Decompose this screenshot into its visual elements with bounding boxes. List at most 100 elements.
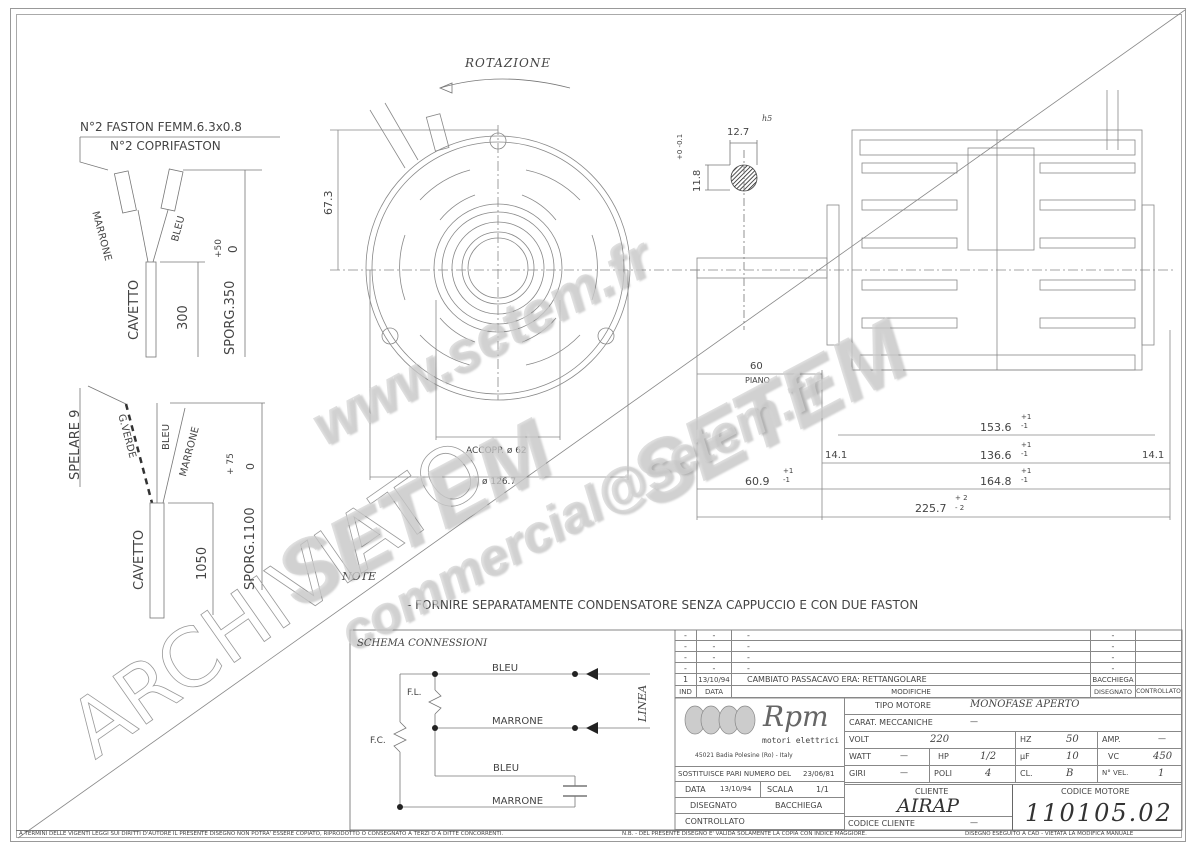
footer-cad: DISEGNO ESEGUITO A CAD - VIETATA LA MODI… — [965, 831, 1134, 837]
dim-225-7: 225.7 — [915, 502, 947, 515]
schema-fl-label: F.L. — [407, 688, 422, 698]
controllato-label: CONTROLLATO — [685, 817, 745, 826]
revision-row: 1 13/10/94 CAMBIATO PASSACAVO ERA: RETTA… — [675, 674, 1182, 686]
dim-153-tol-m: -1 — [1021, 422, 1028, 430]
rev-data: - — [697, 630, 732, 641]
schema-bleu-1: BLEU — [492, 663, 519, 674]
spec-vc-label: VC — [1108, 752, 1120, 761]
spec-hz: HZ 50 — [1016, 732, 1098, 749]
rev-header-ind: IND — [675, 686, 697, 698]
dim-14-1-left: 14.1 — [825, 450, 848, 461]
controllato-row: CONTROLLATO — [675, 814, 845, 830]
rotation-label: ROTAZIONE — [465, 56, 552, 70]
dim-164-tol-p: +1 — [1021, 467, 1032, 475]
dim-outer-dia: ø 126.7 — [482, 477, 517, 487]
spec-uf: µF 10 — [1016, 749, 1098, 766]
footer-copyright: A TERMINI DELLE VIGENTI LEGGI SUI DIRITT… — [19, 831, 504, 837]
spec-hz-value: 50 — [1066, 734, 1079, 745]
codice-motore-value: 110105.02 — [1025, 799, 1173, 827]
spec-carat-label: CARAT. MECCANICHE — [849, 718, 933, 727]
dim-136-tol-m: -1 — [1021, 450, 1028, 458]
length-1050: 1050 — [195, 546, 210, 580]
spec-hp: HP 1/2 — [930, 749, 1016, 766]
scala-value: 1/1 — [816, 785, 829, 794]
dim-60-9: 60.9 — [745, 475, 770, 488]
revision-row: - - - - — [675, 641, 1182, 652]
schema-marrone-1: MARRONE — [492, 716, 544, 727]
spelare-label: SPELARE 9 — [68, 409, 83, 480]
spec-vel-label: N° VEL. — [1102, 769, 1129, 777]
spec-volt: VOLT 220 — [845, 732, 1016, 749]
note-text: - FORNIRE SEPARATAMENTE CONDENSATORE SEN… — [407, 598, 919, 612]
rev-ctrl — [1136, 652, 1182, 663]
schema-fc-label: F.C. — [370, 736, 386, 746]
spec-hz-label: HZ — [1020, 735, 1032, 744]
footer-nb: N.B. - DEL PRESENTE DISEGNO E' VALIDA SO… — [622, 831, 867, 837]
dim-153-6: 153.6 — [980, 421, 1012, 434]
schema-marrone-2: MARRONE — [492, 796, 544, 807]
sporg-350-tol-minus: 0 — [226, 245, 240, 253]
dim-60-9-tol-p: +1 — [783, 467, 794, 475]
spec-uf-value: 10 — [1066, 751, 1079, 762]
revision-row: - - - - — [675, 630, 1182, 641]
rev-ctrl — [1136, 630, 1182, 641]
rev-mod: - — [732, 652, 1091, 663]
rpm-logo-icon — [684, 705, 756, 735]
codice-cliente-value: — — [970, 818, 978, 827]
revisions-table: - - - - - - - - - - - - - - - - 1 13/10/… — [675, 630, 1182, 698]
dim-225-tol-m: - 2 — [955, 504, 965, 512]
dim-accopp: ACCOPP. ø 62 — [466, 446, 527, 456]
disegnato-row: DISEGNATO BACCHIEGA — [675, 798, 845, 814]
spec-tipo-row: TIPO MOTORE MONOFASE APERTO — [845, 698, 1182, 715]
cliente-block: CLIENTE AIRAP CODICE CLIENTE — — [845, 784, 1013, 830]
scala-label: SCALA — [767, 785, 794, 794]
titleblock-left: SOSTITUISCE PARI NUMERO DEL 23/06/81 DAT… — [675, 766, 845, 830]
revision-row: - - - - — [675, 652, 1182, 663]
company-logo-block: Rpm motori elettrici 45021 Badia Polesin… — [675, 698, 845, 766]
revision-row: - - - - — [675, 663, 1182, 674]
rev-mod: - — [732, 630, 1091, 641]
dim-225-tol-p: + 2 — [955, 494, 968, 502]
disegnato-label: DISEGNATO — [690, 801, 737, 810]
rev-ind: - — [675, 630, 697, 641]
company-address: 45021 Badia Polesine (Ro) - Italy — [695, 752, 793, 759]
data-cell: DATA 13/10/94 — [675, 782, 761, 798]
spec-volt-label: VOLT — [849, 735, 869, 744]
dim-164-tol-m: -1 — [1021, 476, 1028, 484]
spec-hp-value: 1/2 — [980, 751, 997, 762]
dim-136-6: 136.6 — [980, 449, 1012, 462]
schema-linea-label: LINEA — [636, 684, 649, 722]
spec-hp-label: HP — [938, 752, 949, 761]
cable-label-bottom: CAVETTO — [132, 529, 147, 590]
rev-dis: - — [1091, 663, 1136, 674]
spec-volt-value: 220 — [930, 734, 950, 745]
dim-piano-label: PIANO — [745, 376, 770, 385]
spec-cl: CL. B — [1016, 766, 1098, 783]
data-value: 13/10/94 — [720, 785, 752, 793]
rev-ind: - — [675, 641, 697, 652]
rev-mod: CAMBIATO PASSACAVO ERA: RETTANGOLARE — [732, 674, 1091, 686]
dim-60-9-tol-m: -1 — [783, 476, 790, 484]
rev-header-ctrl: CONTROLLATO — [1136, 686, 1182, 698]
coprifaston-label: N°2 COPRIFASTON — [110, 139, 221, 153]
drawing-inner-frame — [16, 14, 1182, 838]
company-logo-text: Rpm — [763, 700, 829, 733]
length-300: 300 — [176, 305, 191, 330]
data-label: DATA — [685, 785, 706, 794]
spec-watt: WATT — — [845, 749, 930, 766]
spec-carat-row: CARAT. MECCANICHE — — [845, 715, 1182, 732]
spec-tipo-label: TIPO MOTORE — [875, 701, 931, 710]
spec-watt-value: — — [900, 751, 908, 760]
spec-vel: N° VEL. 1 — [1098, 766, 1182, 783]
rev-ind: 1 — [675, 674, 697, 686]
dim-shaft-fit: h5 — [762, 114, 773, 123]
rev-ind: - — [675, 652, 697, 663]
cliente-label: CLIENTE — [915, 787, 949, 796]
spec-amp: AMP. — — [1098, 732, 1182, 749]
disegnato-value: BACCHIEGA — [775, 801, 823, 810]
dim-164-8: 164.8 — [980, 475, 1012, 488]
cliente-value: AIRAP — [897, 795, 960, 817]
spec-vc-value: 450 — [1153, 751, 1173, 762]
dim-153-tol-p: +1 — [1021, 413, 1032, 421]
